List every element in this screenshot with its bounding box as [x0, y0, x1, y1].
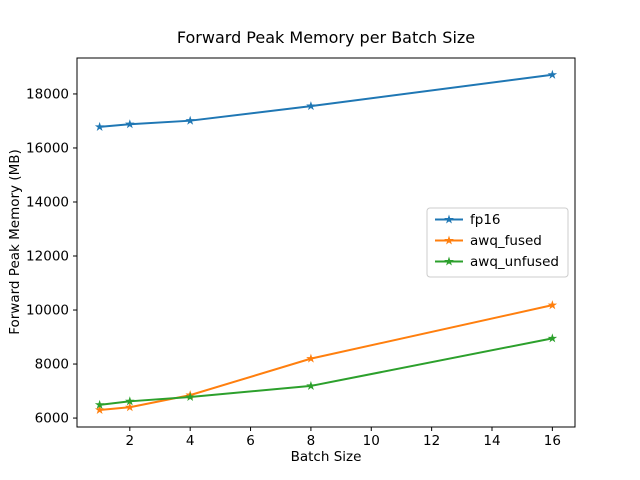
legend-label-awq_fused: awq_fused [470, 233, 542, 249]
legend: fp16 awq_fused awq_unfused [426, 207, 569, 278]
y-tick-label: 14000 [26, 194, 69, 210]
y-axis-label: Forward Peak Memory (MB) [7, 149, 23, 335]
x-tick-label: 4 [186, 433, 195, 449]
data-point-marker-awq_unfused [547, 333, 558, 343]
data-point-marker-fp16 [125, 119, 135, 129]
data-point-marker-awq_unfused [125, 396, 135, 406]
data-point-marker-awq_fused [547, 300, 558, 310]
data-point-marker-awq_unfused [94, 399, 105, 409]
legend-label-awq_unfused: awq_unfused [470, 254, 559, 270]
chart-title: Forward Peak Memory per Batch Size [176, 28, 476, 47]
legend-box [426, 207, 569, 278]
y-tick-label: 8000 [35, 357, 69, 373]
legend-marker-awq_unfused [444, 256, 454, 266]
data-point-marker-awq_fused [306, 353, 316, 363]
legend-label-fp16: fp16 [470, 212, 501, 228]
y-tick-label: 16000 [26, 140, 69, 156]
data-point-marker-awq_unfused [306, 380, 316, 390]
legend-marker-awq_fused [444, 235, 454, 245]
y-tick-label: 6000 [35, 411, 69, 427]
x-tick-label: 2 [126, 433, 135, 449]
x-tick-label: 12 [423, 433, 440, 449]
x-tick-label: 14 [483, 433, 500, 449]
data-point-marker-fp16 [306, 101, 316, 111]
data-point-marker-awq_fused [125, 402, 135, 412]
x-tick-label: 10 [363, 433, 380, 449]
x-tick-label: 8 [307, 433, 316, 449]
data-point-marker-awq_fused [94, 404, 105, 414]
y-tick-label: 18000 [26, 86, 69, 102]
data-point-marker-fp16 [547, 69, 558, 79]
data-point-marker-awq_unfused [185, 391, 195, 402]
data-point-marker-fp16 [185, 115, 195, 125]
x-axis-label: Batch Size [290, 449, 362, 465]
y-tick-label: 10000 [26, 303, 69, 319]
x-tick-label: 16 [544, 433, 561, 449]
legend-marker-fp16 [444, 214, 454, 224]
y-tick-label: 12000 [26, 249, 69, 265]
data-point-marker-fp16 [94, 121, 105, 131]
x-tick-label: 6 [246, 433, 255, 449]
